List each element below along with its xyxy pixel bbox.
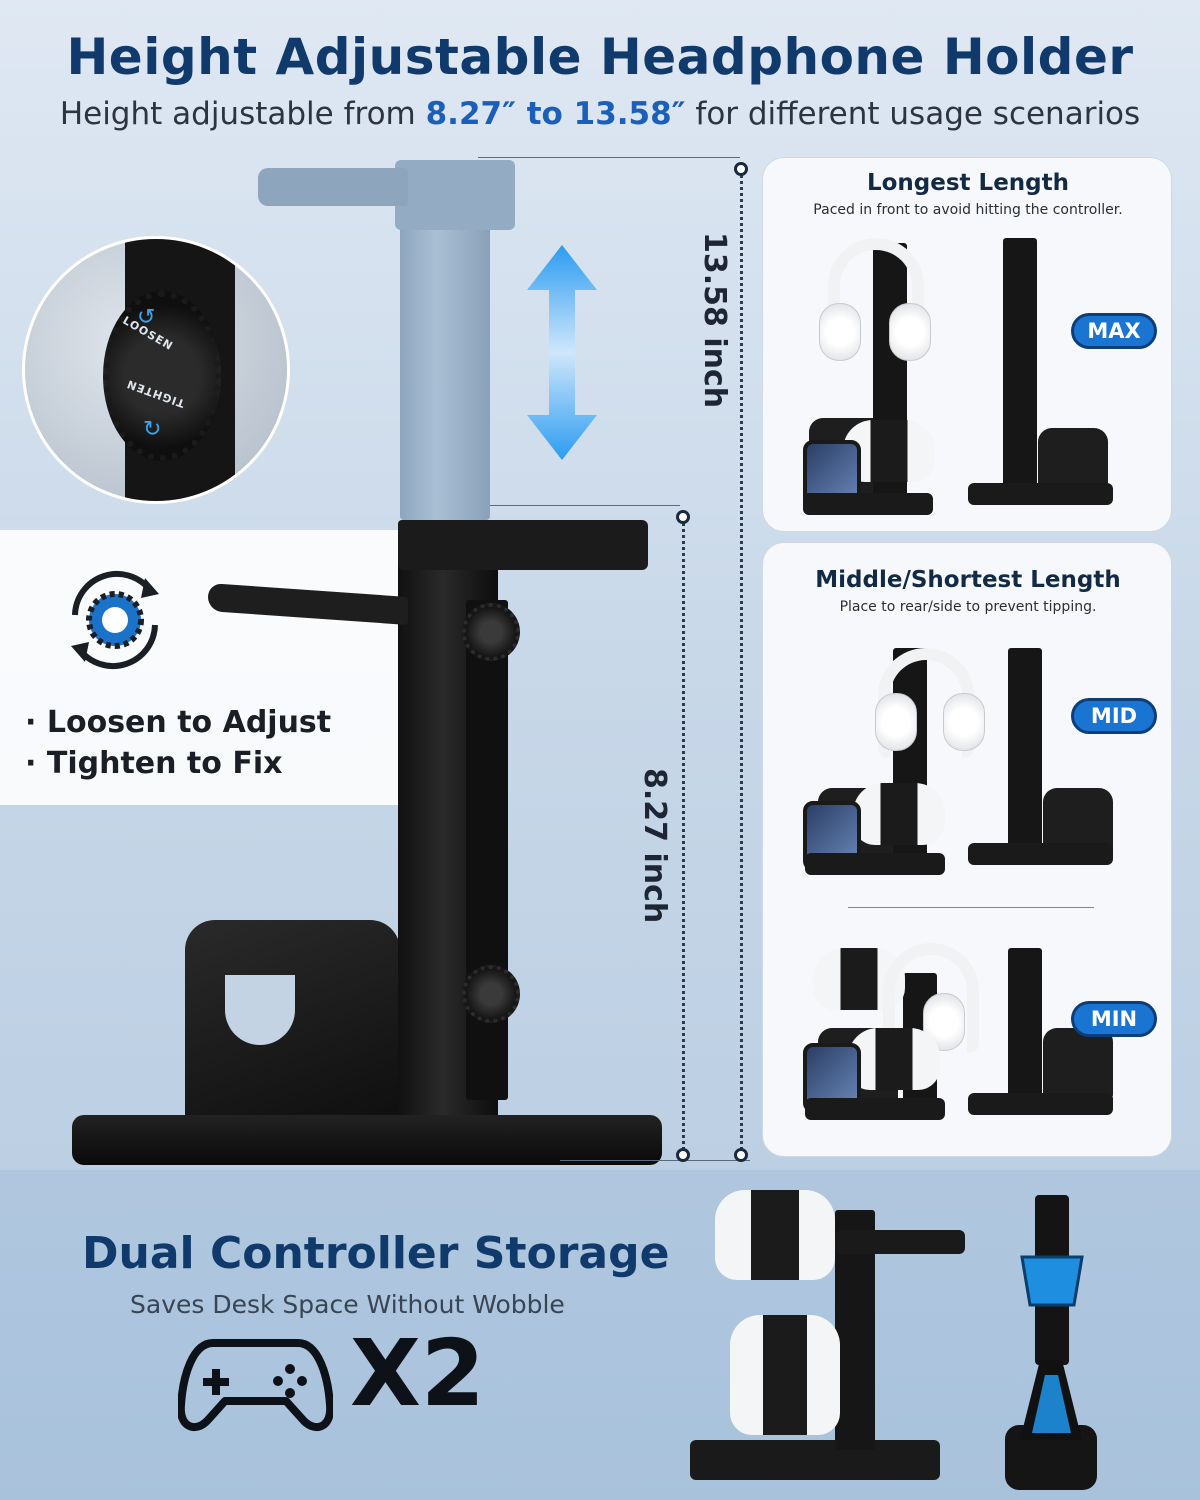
mid-badge: MID — [1071, 698, 1157, 734]
max-top-dot — [734, 162, 748, 176]
base-guide-line — [560, 1160, 750, 1161]
longest-subtitle: Paced in front to avoid hitting the cont… — [813, 202, 1123, 218]
max-height-label: 13.58 inch — [697, 232, 732, 409]
gamepad-icon — [178, 1339, 333, 1431]
tighten-arrow-icon: ↻ — [143, 417, 162, 442]
mid-base-2 — [968, 843, 1113, 865]
top-controller-image — [715, 1190, 835, 1280]
instruction-tighten: · Tighten to Fix — [25, 746, 282, 781]
max-guide-line — [478, 157, 740, 158]
stand-side-view-image — [1005, 1195, 1097, 1490]
min-cradle-2 — [1043, 1028, 1113, 1098]
middle-title: Middle/Shortest Length — [815, 567, 1121, 593]
middle-subtitle: Place to rear/side to prevent tipping. — [839, 599, 1097, 615]
controller-count: X2 — [350, 1320, 485, 1427]
subtitle-suffix: for different usage scenarios — [685, 96, 1141, 132]
longest-title: Longest Length — [866, 170, 1070, 196]
adjust-rail — [466, 600, 508, 1100]
mid-cup-left — [875, 693, 917, 751]
min-height-label: 8.27 inch — [637, 768, 672, 924]
subtitle-prefix: Height adjustable from — [59, 96, 426, 132]
bullet-mark: · — [25, 705, 37, 740]
extended-head-ghost — [395, 160, 515, 230]
bullet-mark: · — [25, 746, 37, 781]
headphone-cup-right — [889, 303, 931, 361]
extended-pole-ghost — [400, 195, 490, 520]
extended-hook-ghost — [258, 168, 408, 206]
page-subtitle: Height adjustable from 8.27″ to 13.58″ f… — [0, 96, 1200, 132]
mini-pole-2 — [1003, 238, 1037, 498]
page-title: Height Adjustable Headphone Holder — [66, 28, 1134, 86]
knob-zoom-view: LOOSEN TIGHTEN ↺ ↻ — [22, 236, 290, 504]
max-dimension-line — [740, 170, 743, 1155]
instruction-tighten-text: Tighten to Fix — [46, 746, 283, 781]
storage-title: Dual Controller Storage — [82, 1228, 670, 1279]
instruction-loosen-text: Loosen to Adjust — [46, 705, 332, 740]
min-controller-image — [848, 1028, 940, 1090]
upper-knob — [462, 603, 520, 661]
headphone-hook — [398, 520, 648, 570]
rotate-knob-icon — [71, 571, 159, 669]
height-range: 8.27″ to 13.58″ — [425, 96, 686, 132]
min-badge: MIN — [1071, 1001, 1157, 1037]
min-base-2 — [968, 1093, 1113, 1115]
headphone-cup-left — [819, 303, 861, 361]
min-dimension-line — [682, 518, 685, 1156]
instruction-panel — [0, 530, 398, 805]
min-bottom-dot — [676, 1148, 690, 1162]
controller-cradle — [185, 920, 400, 1130]
up-down-arrow-icon — [527, 245, 597, 460]
max-badge: MAX — [1071, 313, 1157, 349]
min-pole-2 — [1008, 948, 1042, 1108]
max-bottom-dot — [734, 1148, 748, 1162]
middle-shortest-card: Middle/Shortest Length Place to rear/sid… — [762, 542, 1172, 1157]
dual-base — [690, 1440, 940, 1480]
min-guide-line — [490, 505, 680, 506]
zoom-knob — [103, 291, 221, 461]
stand-base — [72, 1115, 662, 1165]
mid-pole-2 — [1008, 648, 1042, 858]
mini-base-2 — [968, 483, 1113, 505]
dual-hook — [835, 1230, 965, 1254]
cradle-notch — [225, 975, 295, 1045]
card-divider — [848, 907, 1094, 908]
mid-base — [805, 853, 945, 875]
bottom-controller-image — [730, 1315, 840, 1435]
instruction-loosen: · Loosen to Adjust — [25, 705, 331, 740]
mini-base — [803, 493, 933, 515]
storage-subtitle: Saves Desk Space Without Wobble — [130, 1290, 565, 1319]
loosen-arrow-icon: ↺ — [137, 305, 156, 330]
min-base — [805, 1098, 945, 1120]
mid-cup-right — [943, 693, 985, 751]
lower-knob — [462, 965, 520, 1023]
mid-controller-image — [853, 783, 945, 845]
longest-length-card: Longest Length Paced in front to avoid h… — [762, 157, 1172, 532]
min-top-dot — [676, 510, 690, 524]
